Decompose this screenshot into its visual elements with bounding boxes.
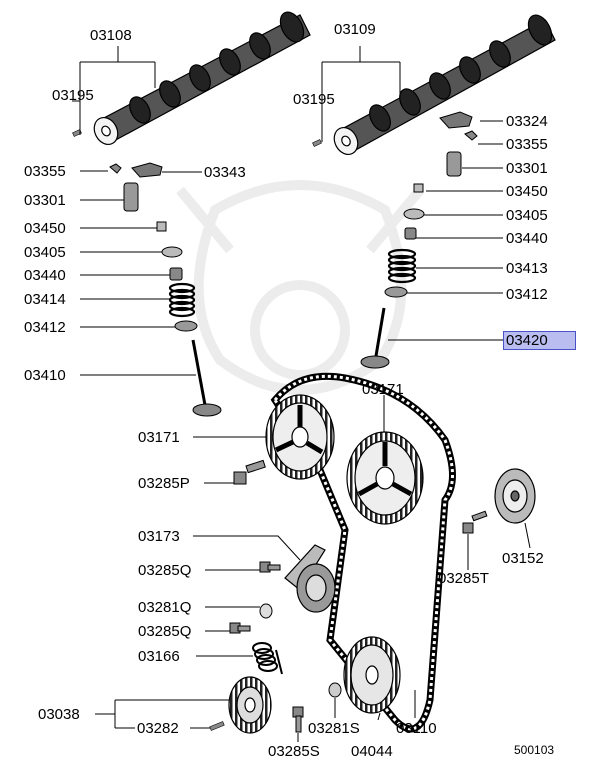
part-label-03420[interactable]: 03420 bbox=[506, 332, 548, 349]
part-label-03152[interactable]: 03152 bbox=[502, 550, 544, 567]
part-label-03450-left[interactable]: 03450 bbox=[24, 220, 66, 237]
part-label-03110[interactable]: 03110 bbox=[396, 720, 437, 737]
washer bbox=[328, 682, 342, 698]
part-label-03285Q-b[interactable]: 03285Q bbox=[138, 623, 192, 640]
part-label-04044[interactable]: 04044 bbox=[351, 743, 393, 760]
part-label-03414[interactable]: 03414 bbox=[24, 291, 66, 308]
part-label-03355-left[interactable]: 03355 bbox=[24, 163, 66, 180]
tensioner-washer bbox=[259, 603, 273, 619]
part-label-03343[interactable]: 03343 bbox=[204, 164, 246, 181]
part-label-03301-right[interactable]: 03301 bbox=[506, 160, 548, 177]
part-label-03301-left[interactable]: 03301 bbox=[24, 192, 66, 209]
part-label-03285P[interactable]: 03285P bbox=[138, 475, 190, 492]
part-label-03173[interactable]: 03173 bbox=[138, 528, 180, 545]
leader-lines bbox=[72, 46, 531, 742]
part-label-03166[interactable]: 03166 bbox=[138, 648, 180, 665]
part-label-03285T[interactable]: 03285T bbox=[438, 570, 489, 587]
right-valve-train bbox=[360, 111, 478, 369]
camshaft-right bbox=[333, 14, 556, 155]
idler-pulley bbox=[494, 468, 536, 524]
bolts bbox=[229, 459, 488, 733]
part-label-03355-right[interactable]: 03355 bbox=[506, 136, 548, 153]
belt-tensioner bbox=[284, 544, 336, 613]
tensioner-spring bbox=[252, 642, 283, 675]
part-label-03285S[interactable]: 03285S bbox=[268, 743, 320, 760]
part-label-03440-left[interactable]: 03440 bbox=[24, 267, 66, 284]
part-label-03450-right[interactable]: 03450 bbox=[506, 183, 548, 200]
highlight-box-03420 bbox=[503, 331, 576, 350]
part-label-03405-left[interactable]: 03405 bbox=[24, 244, 66, 261]
part-label-03412-right[interactable]: 03412 bbox=[506, 286, 548, 303]
dowel-pin-left bbox=[72, 129, 82, 137]
part-label-03412-left[interactable]: 03412 bbox=[24, 319, 66, 336]
part-label-03405-right[interactable]: 03405 bbox=[506, 207, 548, 224]
part-label-03410[interactable]: 03410 bbox=[24, 367, 66, 384]
part-label-03195-right[interactable]: 03195 bbox=[293, 91, 335, 108]
part-label-03109[interactable]: 03109 bbox=[334, 21, 376, 38]
camshaft-left bbox=[93, 11, 311, 145]
part-label-03413[interactable]: 03413 bbox=[506, 260, 548, 277]
cam-sprocket-right bbox=[346, 431, 424, 525]
part-label-03195-left[interactable]: 03195 bbox=[52, 87, 94, 104]
part-label-03171-left[interactable]: 03171 bbox=[138, 429, 180, 446]
left-valve-train bbox=[109, 162, 222, 417]
part-label-03281S[interactable]: 03281S bbox=[308, 720, 360, 737]
part-label-03282[interactable]: 03282 bbox=[137, 720, 179, 737]
crankshaft-sprocket bbox=[343, 636, 401, 714]
part-label-03171-right[interactable]: 03171 bbox=[362, 381, 404, 398]
crank-gear bbox=[228, 676, 272, 734]
cam-sprocket-left bbox=[265, 394, 335, 480]
part-label-03440-right[interactable]: 03440 bbox=[506, 230, 548, 247]
part-label-03038[interactable]: 03038 bbox=[38, 706, 80, 723]
key-pin bbox=[209, 721, 225, 731]
part-label-03108[interactable]: 03108 bbox=[90, 27, 132, 44]
dowel-pin-right bbox=[312, 139, 322, 147]
part-label-03285Q-a[interactable]: 03285Q bbox=[138, 562, 192, 579]
figure-id: 500103 bbox=[514, 743, 555, 757]
part-label-03324[interactable]: 03324 bbox=[506, 113, 548, 130]
part-label-03281Q[interactable]: 03281Q bbox=[138, 599, 192, 616]
